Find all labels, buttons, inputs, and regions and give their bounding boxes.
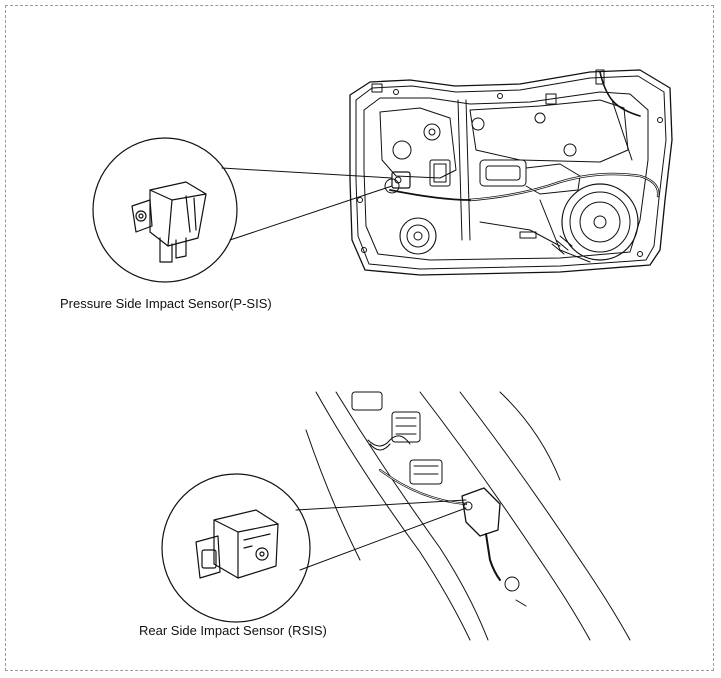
rear-pillar-drawing — [305, 391, 631, 641]
door-module-drawing — [349, 69, 673, 276]
rear-sensor-callout — [161, 473, 467, 623]
pressure-sensor-callout — [92, 137, 393, 283]
pressure-sensor-caption: Pressure Side Impact Sensor(P-SIS) — [60, 296, 272, 311]
rear-sensor-icon — [195, 509, 279, 579]
figure-frame — [5, 5, 714, 671]
pressure-sensor-icon — [131, 181, 207, 263]
rear-sensor-caption: Rear Side Impact Sensor (RSIS) — [139, 623, 327, 638]
